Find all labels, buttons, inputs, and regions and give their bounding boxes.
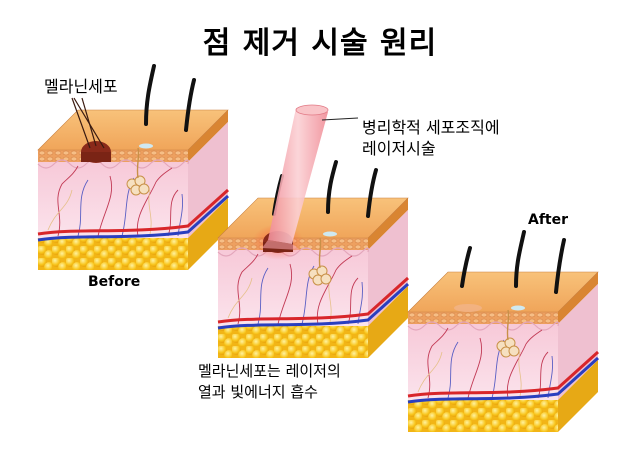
hair [326, 160, 338, 214]
melanocyte-pointer [71, 97, 105, 149]
laser-pointer [321, 117, 359, 121]
laser-label-line2: 레이저시술 [362, 139, 436, 158]
page-title: 점 제거 시술 원리 [202, 26, 438, 61]
hair [460, 246, 472, 288]
skin-block-after [406, 230, 600, 434]
after-label: After [528, 212, 569, 228]
laser-beam [262, 104, 329, 250]
hair [554, 238, 566, 294]
absorption-label-line1: 멜라닌세포는 레이저의 [198, 362, 341, 380]
skin-block-treatment [216, 160, 410, 360]
hair [184, 78, 196, 132]
hair [366, 168, 378, 218]
skin-block-before [36, 64, 230, 272]
before-label: Before [88, 274, 141, 290]
melanocyte-label: 멜라닌세포 [44, 77, 118, 96]
hair [144, 64, 156, 126]
absorption-label-line2: 열과 빛에너지 흡수 [198, 383, 318, 401]
laser-label-line1: 병리학적 세포조직에 [362, 118, 500, 137]
hair [514, 230, 526, 288]
